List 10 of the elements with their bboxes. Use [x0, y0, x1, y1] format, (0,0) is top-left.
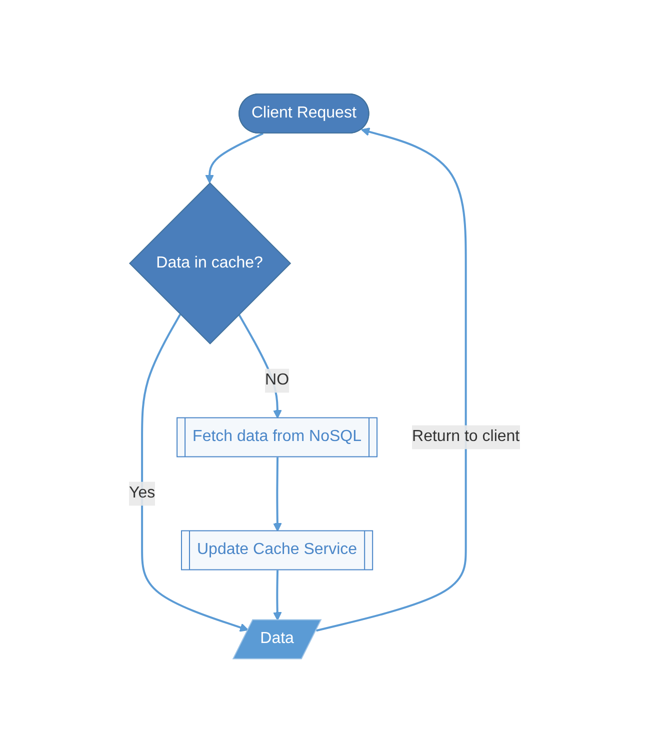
arrow — [273, 457, 282, 532]
arrow — [316, 128, 467, 632]
edge-label: Yes — [129, 484, 156, 502]
arrow — [205, 132, 264, 184]
arrow — [238, 314, 282, 419]
edge-label: Return to client — [412, 428, 520, 446]
arrow — [273, 570, 282, 621]
edge-label: NO — [265, 372, 290, 389]
arrow — [141, 314, 249, 632]
node-diamond: Data in cache? — [129, 182, 292, 345]
